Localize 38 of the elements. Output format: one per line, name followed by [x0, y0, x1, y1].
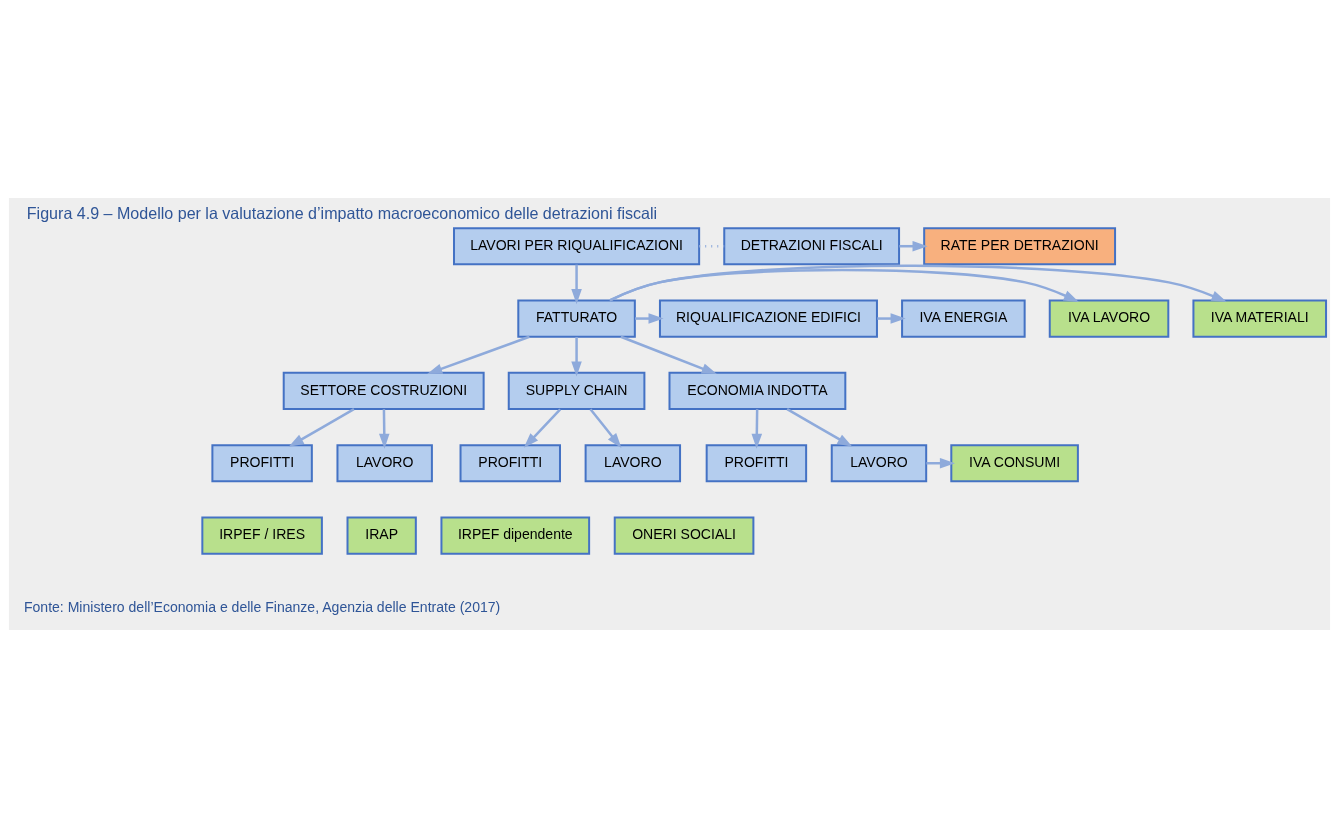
node-box: LAVORO — [584, 444, 682, 483]
node-box: IRPEF / IRES — [201, 516, 323, 555]
node-box: IRAP — [346, 516, 417, 555]
diagram-title: Figura 4.9 – Modello per la valutazione d’impatto macroeconomico delle detrazioni fiscali — [26, 203, 658, 222]
arrow — [609, 264, 1227, 302]
node-box: RATE PER DETRAZIONI — [923, 227, 1117, 266]
node-box: IVA MATERIALI — [1192, 299, 1328, 338]
node-box: PROFITTI — [459, 444, 561, 483]
arrow — [589, 408, 622, 448]
arrow — [571, 336, 582, 377]
arrow — [427, 335, 530, 375]
node-box: ECONOMIA INDOTTA — [668, 371, 847, 410]
arrow — [609, 268, 1079, 302]
arrow — [571, 264, 582, 305]
node-box: SETTORE COSTRUZIONI — [282, 371, 485, 410]
node-box: LAVORI PER RIQUALIFICAZIONI — [453, 227, 701, 266]
node-box: PROFITTI — [211, 444, 313, 483]
arrow — [288, 408, 355, 447]
arrow — [620, 335, 717, 375]
node-box: PROFITTI — [705, 444, 808, 483]
arrow — [751, 409, 763, 449]
node-box: RIQUALIFICAZIONE EDIFICI — [658, 299, 878, 338]
arrow — [379, 409, 390, 449]
arrow — [523, 408, 562, 448]
node-box: DETRAZIONI FISCALI — [723, 227, 901, 266]
arrow — [786, 408, 853, 447]
arrow — [877, 313, 906, 324]
arrow — [635, 313, 664, 324]
node-box: SUPPLY CHAIN — [507, 371, 646, 410]
node-box: IVA ENERGIA — [901, 299, 1026, 338]
node-box: IVA LAVORO — [1048, 299, 1170, 338]
caption: Fonte: Ministero dell’Economia e delle Finanze, Agenzia delle Entrate (2017) — [23, 598, 501, 615]
node-box: FATTURATO — [517, 299, 636, 338]
node-box: LAVORO — [830, 444, 928, 483]
node-box: LAVORO — [336, 444, 433, 483]
node-box: IRPEF dipendente — [440, 516, 591, 555]
node-box: ONERI SOCIALI — [613, 516, 755, 555]
node-box: IVA CONSUMI — [950, 444, 1079, 483]
